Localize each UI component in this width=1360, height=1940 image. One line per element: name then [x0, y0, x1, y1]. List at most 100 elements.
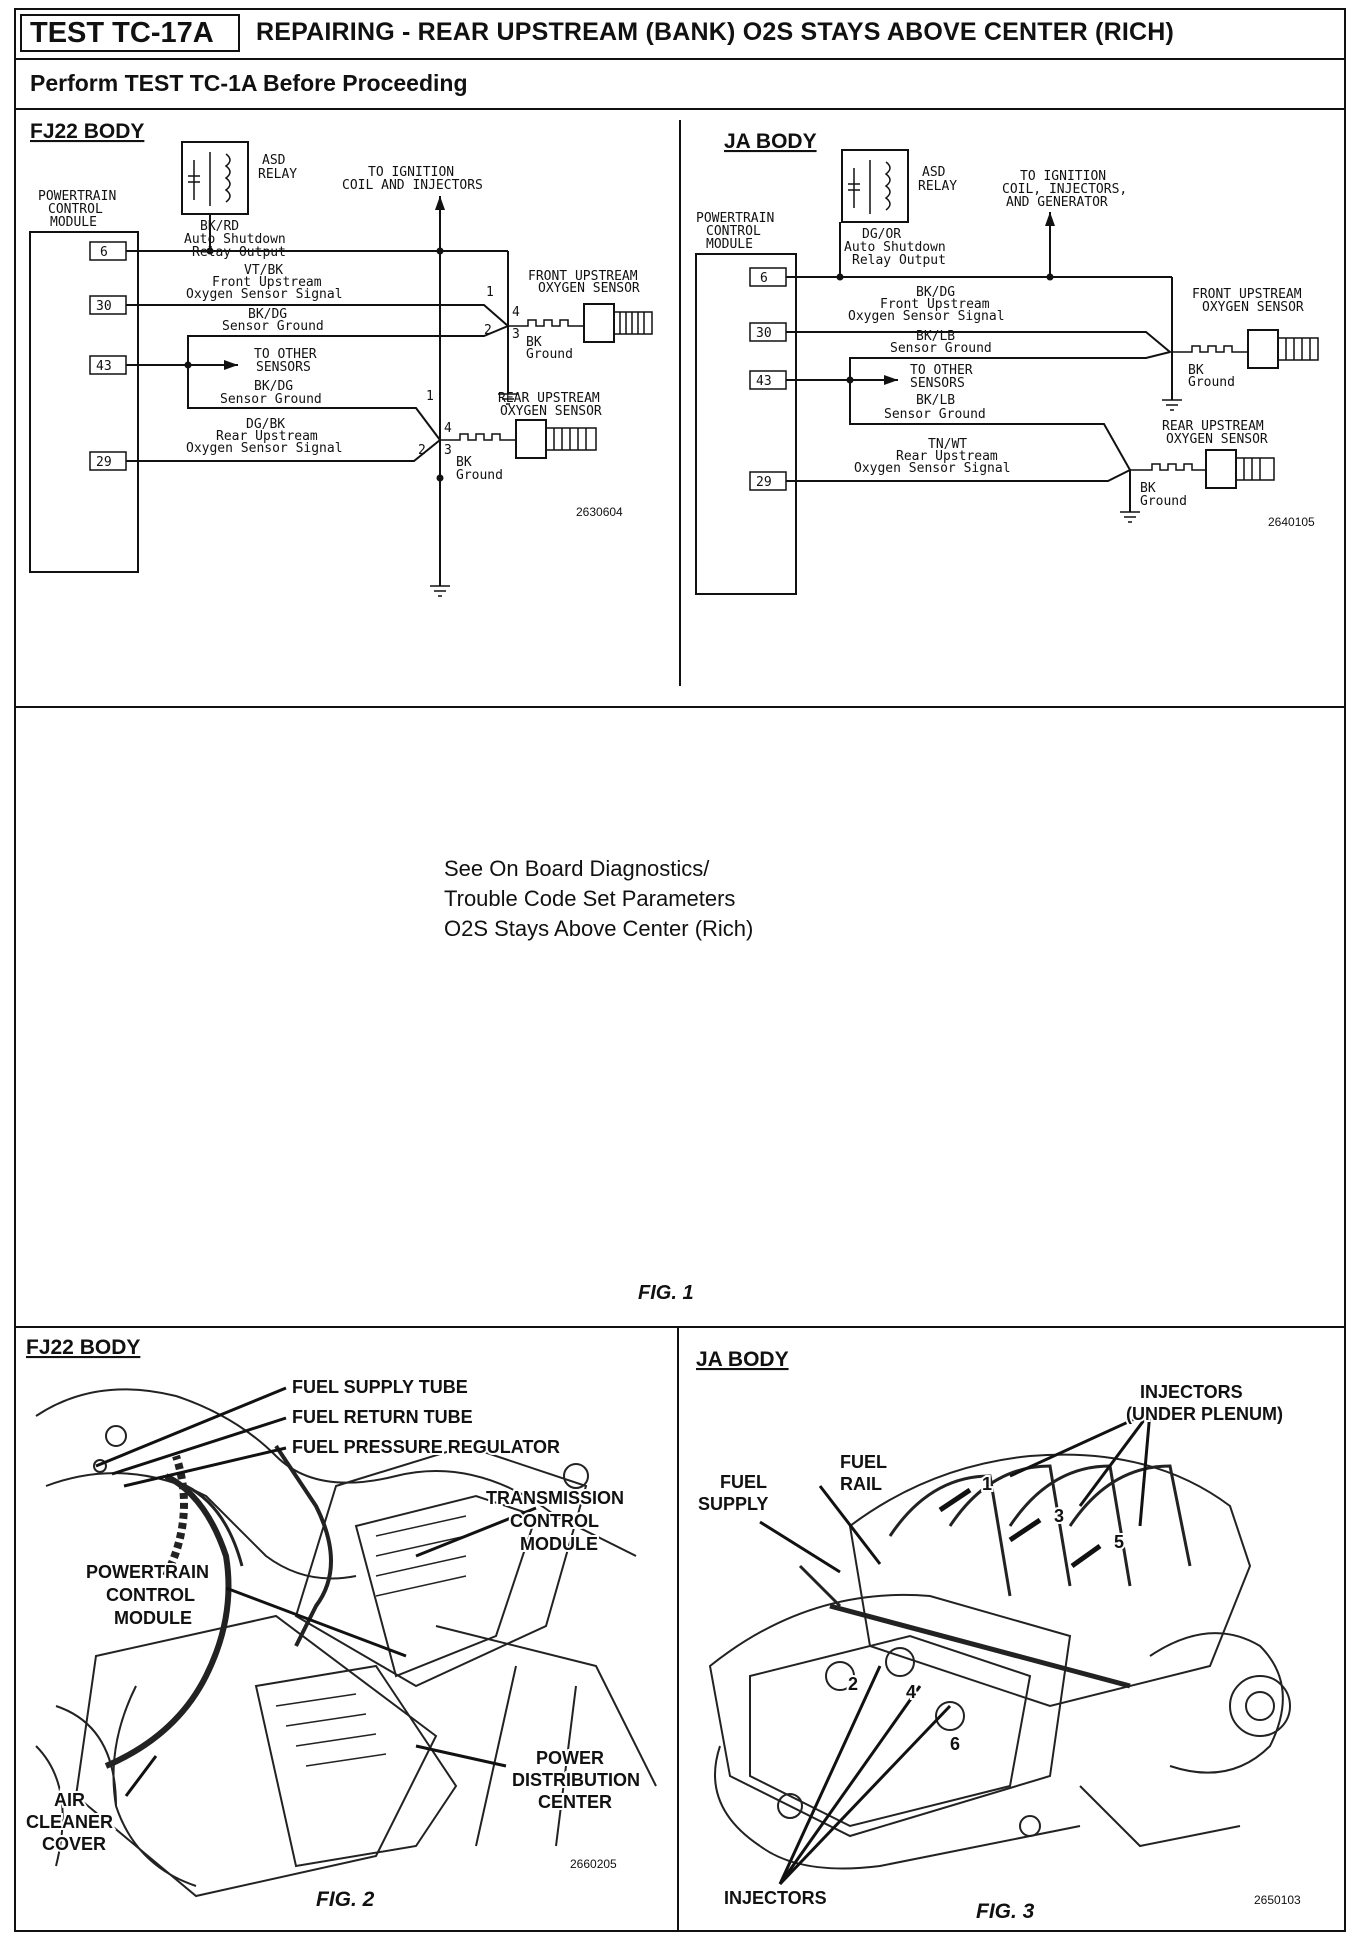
label-tcm-3: MODULE	[520, 1534, 598, 1554]
fj22-front-ground-color: BK/DG	[248, 307, 287, 322]
ja-front-signal-name: Front Upstream	[880, 297, 990, 312]
fig3-caption: FIG. 3	[976, 1900, 1035, 1923]
fig2-panel: FJ22 BODY	[16, 1326, 676, 1930]
ja-asd-label-1: ASD	[922, 165, 946, 180]
label-injectors-under-2: (UNDER PLENUM)	[1126, 1404, 1283, 1424]
fj22-engine-illustration: FJ22 BODY	[24, 1336, 657, 1911]
ja-rear-ground: Ground	[1140, 494, 1187, 509]
ja-other-sensors-1: TO OTHER	[910, 363, 973, 378]
ja-pin-30: 30	[756, 326, 772, 341]
ja-rear-signal-desc: Oxygen Sensor Signal	[854, 461, 1011, 476]
label-tcm-2: CONTROL	[510, 1511, 599, 1531]
label-fuel-rail-1: FUEL	[840, 1452, 887, 1472]
note-line-3: O2S Stays Above Center (Rich)	[444, 916, 754, 941]
fj22-front-sensor-2: OXYGEN SENSOR	[538, 281, 640, 296]
fig3-part-number: 2650103	[1254, 1893, 1301, 1907]
ja-ignition-2: COIL, INJECTORS,	[1002, 182, 1127, 197]
ja-pin-6: 6	[760, 271, 768, 286]
ja-engine-illustration: JA BODY	[696, 1348, 1301, 1923]
ja-asd-wire-name: Auto Shutdown	[844, 240, 946, 255]
note-line-1: See On Board Diagnostics/	[444, 856, 710, 881]
ja-engine-drawing	[708, 1453, 1291, 1870]
ja-front-sensor-2: OXYGEN SENSOR	[1202, 300, 1304, 315]
ja-rear-bk: BK	[1140, 481, 1156, 496]
test-id: TEST TC-17A	[20, 14, 240, 52]
ja-ignition-1: TO IGNITION	[1020, 169, 1106, 184]
ja-wiring-diagram: JA BODY POWERTRAIN CONTROL MODULE 6 30 4…	[695, 130, 1319, 595]
ja-front-sensor-body	[1247, 329, 1279, 369]
fig1-caption: FIG. 1	[638, 1282, 694, 1304]
ja-rear-sensor-1: REAR UPSTREAM	[1162, 419, 1264, 434]
fj22-pin-6: 6	[100, 245, 108, 260]
fj22-front-sensor-element	[508, 319, 584, 327]
label-injectors-under-1: INJECTORS	[1140, 1382, 1243, 1402]
label-air-cleaner-1: AIR	[54, 1790, 85, 1810]
label-injectors: INJECTORS	[724, 1888, 827, 1908]
engine-bay-drawing	[35, 1388, 657, 1898]
test-sheet: TEST TC-17A REPAIRING - REAR UPSTREAM (B…	[14, 8, 1346, 1932]
photo-divider	[677, 1326, 679, 1930]
fj22-rear-signal-desc: Oxygen Sensor Signal	[186, 441, 343, 456]
ja-pcm-label-1: POWERTRAIN	[696, 211, 774, 226]
fj22-pin-num-3: 3	[512, 327, 520, 342]
fj22-pcm-box	[29, 231, 139, 573]
fj22-pcm-label-3: MODULE	[50, 215, 97, 230]
fj22-rear-sensor-thread	[546, 427, 597, 451]
ja-asd-label-2: RELAY	[918, 179, 957, 194]
ja-front-ground-color: BK/LB	[916, 329, 955, 344]
label-air-cleaner-2: CLEANER	[26, 1812, 113, 1832]
fig3-leader-lines	[759, 1410, 1152, 1886]
fj22-rear-sensor-body	[515, 419, 547, 459]
schematics-row: FJ22 BODY POWERTRAIN CONTROL MODULE 6 30…	[16, 108, 1344, 708]
fig2-caption: FIG. 2	[316, 1888, 375, 1911]
title-row: TEST TC-17A REPAIRING - REAR UPSTREAM (B…	[16, 10, 1344, 60]
fj22-pin-43: 43	[96, 359, 112, 374]
fj22-rear-sensor-element	[440, 433, 516, 441]
fj22-front-ground: Ground	[526, 347, 573, 362]
fj22-part-number: 2630604	[576, 505, 623, 519]
fj22-pin-num-1: 1	[486, 285, 494, 300]
fj22-asd-relay-box	[181, 141, 249, 215]
label-pcm-1: POWERTRAIN	[86, 1562, 209, 1582]
ja-rear-signal-color: TN/WT	[928, 437, 967, 452]
ja-rear-ground-color: BK/LB	[916, 393, 955, 408]
ja-rear-signal-name: Rear Upstream	[896, 449, 998, 464]
fj22-rear-bk: BK	[456, 455, 472, 470]
fj22-rear-pin-num-1: 1	[426, 389, 434, 404]
fj22-rear-pin-num-2: 2	[418, 443, 426, 458]
fj22-rear-ground: Ground	[456, 468, 503, 483]
notes-area: See On Board Diagnostics/ Trouble Code S…	[16, 706, 1344, 1328]
ja-heading: JA BODY	[724, 130, 817, 153]
ja-rear-ground-name: Sensor Ground	[884, 407, 986, 422]
label-fuel-supply-2: SUPPLY	[698, 1494, 768, 1514]
ja-rear-sensor-2: OXYGEN SENSOR	[1166, 432, 1268, 447]
fj22-asd-wire-desc: Relay Output	[192, 245, 286, 260]
fj22-front-sensor-body	[583, 303, 615, 343]
ja-schematic: JA BODY POWERTRAIN CONTROL MODULE 6 30 4…	[684, 108, 1346, 706]
ja-rear-sensor-element	[1130, 463, 1206, 471]
fj22-pcm-label-2: CONTROL	[48, 202, 103, 217]
fj22-pcm-label-1: POWERTRAIN	[38, 189, 116, 204]
note-line-2: Trouble Code Set Parameters	[444, 886, 736, 911]
ja-front-ground-name: Sensor Ground	[890, 341, 992, 356]
ja-front-signal-color: BK/DG	[916, 285, 955, 300]
ja-ignition-3: AND GENERATOR	[1006, 195, 1108, 210]
prerequisite-text: Perform TEST TC-1A Before Proceeding	[30, 70, 468, 96]
fj22-pin-box	[89, 241, 127, 261]
ja-pcm-box	[695, 253, 797, 595]
ja-asd-wire-color: DG/OR	[862, 227, 901, 242]
ja-front-ground-symbol	[1162, 399, 1182, 411]
fj22-pin-num-4: 4	[512, 305, 520, 320]
ja-pin-43: 43	[756, 374, 772, 389]
ja-front-ground: Ground	[1188, 375, 1235, 390]
fj22-rear-pin-num-3: 3	[444, 443, 452, 458]
fj22-ignition-2: COIL AND INJECTORS	[342, 178, 483, 193]
ja-part-number: 2640105	[1268, 515, 1315, 529]
ja-rear-sensor-body	[1205, 449, 1237, 489]
label-fuel-return-tube: FUEL RETURN TUBE	[292, 1407, 473, 1427]
fj22-other-sensors-2: SENSORS	[256, 360, 311, 375]
fig2-leader-lines	[95, 1386, 537, 1797]
ja-relay-symbol	[848, 161, 891, 211]
fj22-front-sensor-thread	[614, 311, 653, 335]
ja-front-bk: BK	[1188, 363, 1204, 378]
